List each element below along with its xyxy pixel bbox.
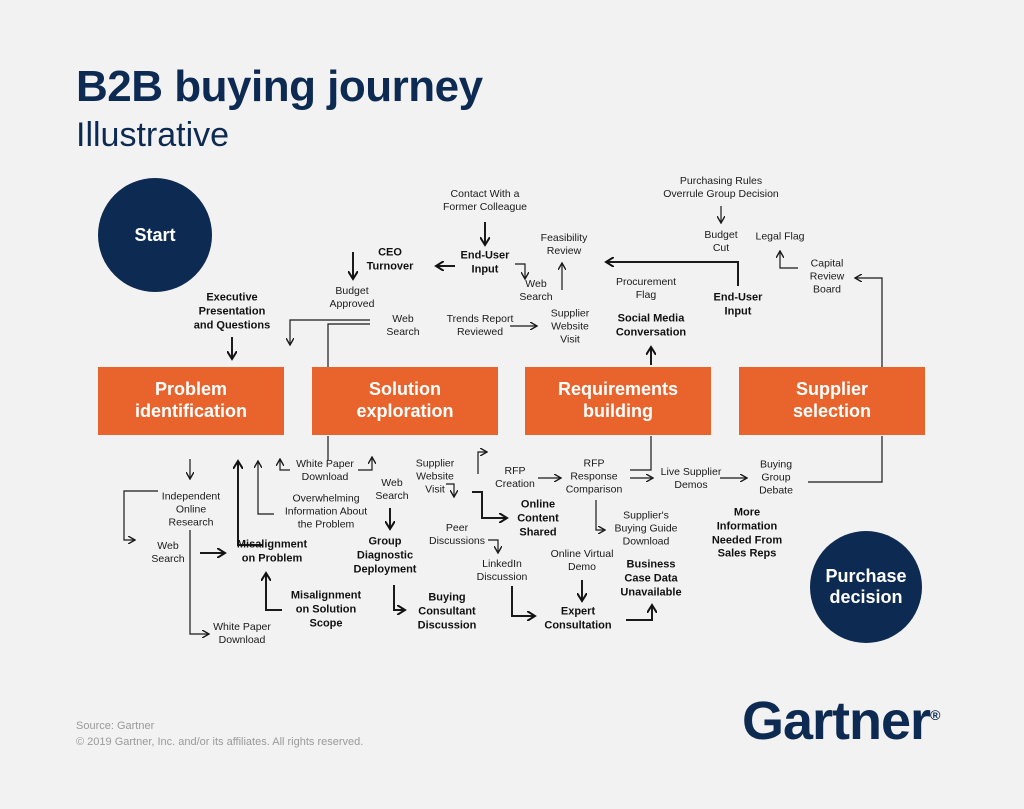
node-rfp-creation: RFP Creation: [495, 464, 535, 490]
node-contact-colleague: Contact With a Former Colleague: [442, 187, 528, 213]
node-budget-approved: Budget Approved: [329, 284, 375, 310]
node-online-demo: Online Virtual Demo: [550, 547, 614, 573]
node-live-demos: Live Supplier Demos: [660, 465, 722, 491]
purchase-decision-node: Purchase decision: [810, 531, 922, 643]
connector-group-to-consultant: [393, 585, 404, 610]
connector-supplier-to-content: [472, 491, 506, 518]
connector-whitepaper-mid-up: [280, 460, 290, 471]
connector-whitepaper-to-websearch: [358, 458, 372, 471]
node-end-user-input-top: End-User Input: [460, 249, 510, 275]
logo-registered-mark: ®: [930, 707, 940, 723]
node-web-search-solution: Web Search: [386, 312, 420, 338]
node-feasibility-review: Feasibility Review: [540, 231, 588, 257]
node-misalignment-solution: Misalignment on Solution Scope: [290, 589, 362, 629]
node-web-search-requirements: Web Search: [519, 277, 553, 303]
node-group-diagnostic: Group Diagnostic Deployment: [353, 535, 417, 575]
stage-solution-exploration: Solution exploration: [312, 367, 498, 435]
connector-input-to-websearch: [515, 263, 525, 278]
connector-expert-to-business: [626, 606, 652, 621]
node-supplier-website-top: Supplier Website Visit: [550, 307, 590, 346]
connector-linkedin-to-expert: [511, 586, 534, 616]
node-ceo-turnover: CEO Turnover: [366, 246, 414, 272]
connector-supplier-up: [477, 452, 486, 474]
diagram-title: B2B buying journey: [76, 62, 483, 111]
node-peer-discussions: Peer Discussions: [428, 521, 486, 547]
stage-supplier-selection: Supplier selection: [739, 367, 925, 435]
node-end-user-input-right: End-User Input: [713, 291, 763, 317]
node-trends-report: Trends Report Reviewed: [446, 312, 514, 338]
node-executive-presentation: Executive Presentation and Questions: [193, 291, 271, 331]
node-white-paper-mid: White Paper Download: [296, 457, 354, 483]
diagram-subtitle: Illustrative: [76, 116, 230, 154]
node-expert-consultation: Expert Consultation: [544, 605, 612, 631]
node-suppliers-guide: Supplier's Buying Guide Download: [614, 509, 678, 548]
node-supplier-website-bottom: Supplier Website Visit: [415, 457, 455, 496]
connector-supplier-to-capital: [856, 278, 883, 367]
node-rfp-response: RFP Response Comparison: [565, 457, 623, 496]
connector-misalignment-to-problem: [238, 462, 262, 546]
connector-overwhelming-to-problem: [258, 462, 274, 515]
node-white-paper-left: White Paper Download: [213, 620, 271, 646]
node-procurement-flag: Procurement Flag: [615, 275, 677, 301]
connector-enduser-to-feasibility: [607, 262, 739, 286]
node-capital-review: Capital Review Board: [809, 257, 845, 296]
node-budget-cut: Budget Cut: [704, 228, 738, 254]
connector-response-to-guide: [595, 500, 604, 530]
node-social-media: Social Media Conversation: [615, 312, 687, 338]
stage-problem-identification: Problem identification: [98, 367, 284, 435]
connector-debate-to-supplier: [808, 436, 883, 483]
node-buying-consultant: Buying Consultant Discussion: [417, 591, 477, 631]
node-web-search-left: Web Search: [151, 539, 185, 565]
stage-requirements-building: Requirements building: [525, 367, 711, 435]
node-overwhelming-info: Overwhelming Information About the Probl…: [284, 492, 368, 531]
node-business-case: Business Case Data Unavailable: [620, 558, 682, 598]
node-buying-group-debate: Buying Group Debate: [759, 458, 793, 497]
start-node: Start: [98, 178, 212, 292]
node-purchasing-rules: Purchasing Rules Overrule Group Decision: [663, 174, 779, 200]
connector-peer-to-linkedin: [488, 539, 498, 552]
gartner-logo: Gartner®: [742, 690, 940, 752]
node-legal-flag: Legal Flag: [755, 230, 805, 243]
node-online-content: Online Content Shared: [517, 498, 559, 538]
connector-supplier-to-peer: [446, 483, 454, 496]
node-more-info-sales-reps: More Information Needed From Sales Reps: [711, 506, 783, 560]
logo-text: Gartner: [742, 691, 931, 751]
node-web-search-mid: Web Search: [375, 476, 409, 502]
node-misalignment-problem: Misalignment on Problem: [236, 538, 308, 564]
connector-solution-to-websearch: [327, 323, 370, 367]
node-linkedin: LinkedIn Discussion: [476, 557, 528, 583]
connector-capital-to-legal: [780, 252, 798, 269]
connector-websearch-to-problem: [290, 319, 370, 344]
connector-independent-to-whitepaper: [189, 530, 208, 634]
copyright-note: © 2019 Gartner, Inc. and/or its affiliat…: [76, 736, 364, 748]
source-note: Source: Gartner: [76, 720, 155, 732]
node-independent-research: Independent Online Research: [161, 490, 221, 529]
connector-misalignment-solution-up: [266, 574, 282, 611]
connector-requirements-to-demos: [630, 436, 652, 471]
connector-independent-to-websearch: [123, 490, 158, 540]
